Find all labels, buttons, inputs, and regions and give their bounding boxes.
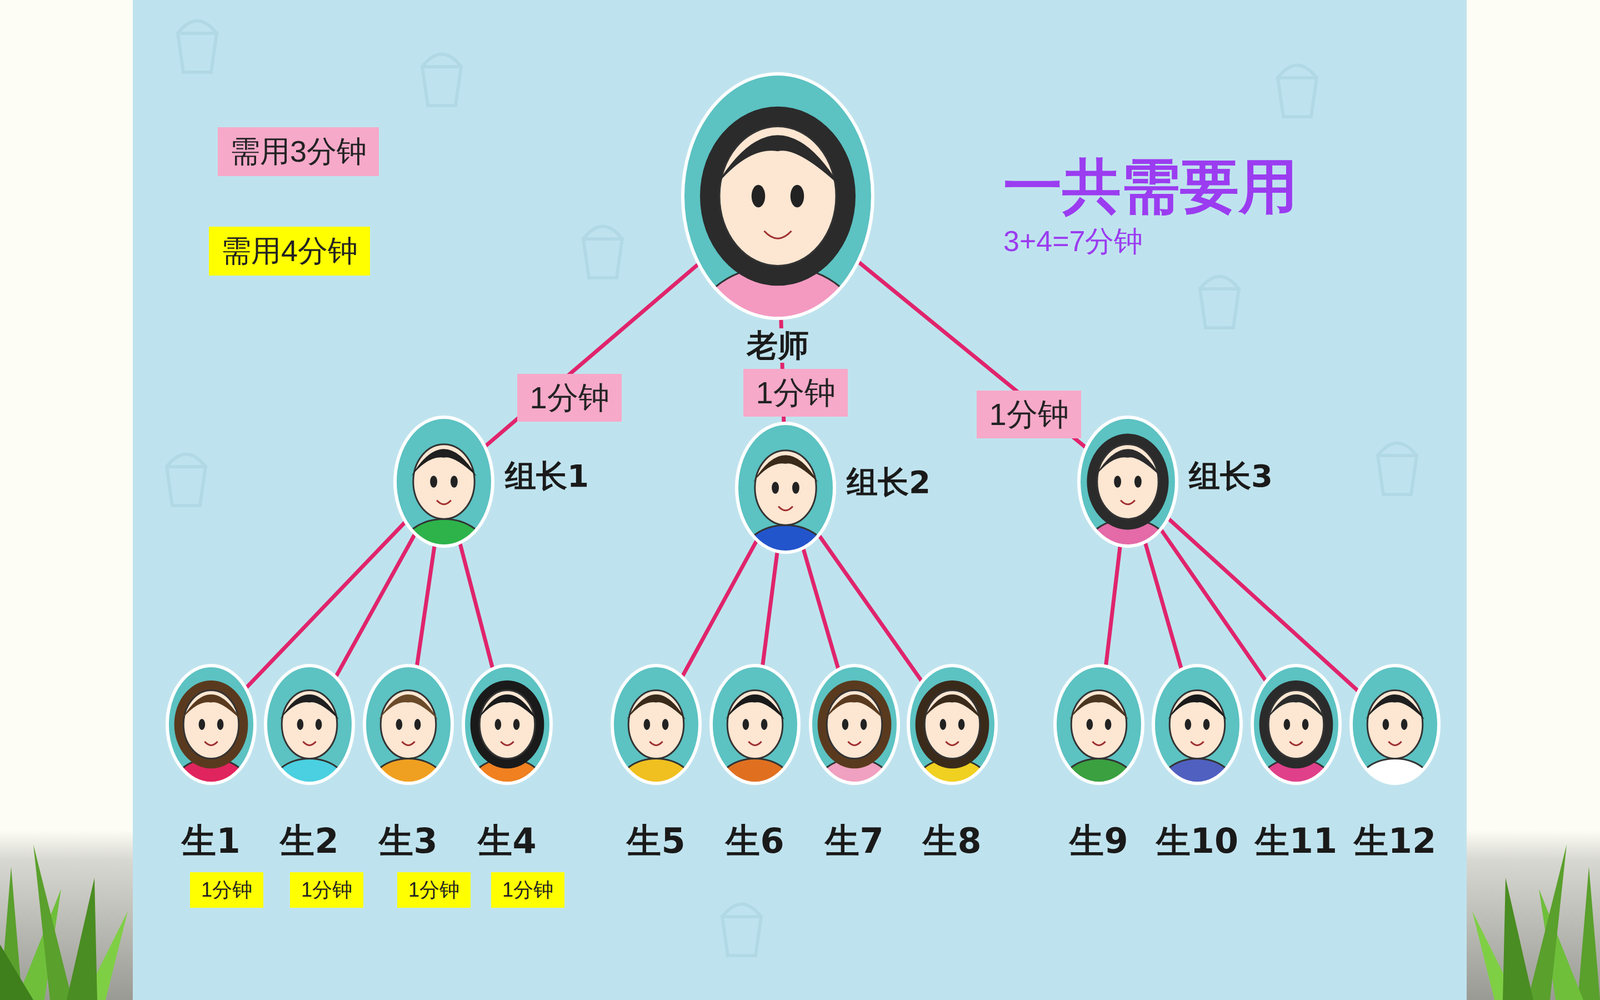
portrait-circle (610, 663, 703, 786)
student-node: 生2 (263, 663, 356, 786)
student-node: 生7 (808, 663, 901, 786)
cupcake-watermarks (166, 21, 1417, 957)
portrait-circle (1076, 415, 1179, 549)
name-label: 组长3 (1188, 458, 1273, 494)
time-tag: 1分钟 (491, 872, 565, 908)
connector-line (818, 535, 923, 682)
portrait-frame (811, 666, 898, 783)
portrait-circle (1348, 663, 1442, 786)
portrait-circle (734, 421, 837, 555)
time-tag: 1分钟 (517, 373, 622, 422)
connector-line (762, 551, 778, 667)
portrait-circle (263, 663, 356, 786)
connector-line (803, 547, 839, 670)
teacher-node: 老师 (680, 71, 875, 321)
portrait-circle (906, 663, 999, 786)
student-node: 生10 (1151, 663, 1244, 786)
name-label: 生9 (1069, 822, 1128, 860)
portrait-circle (1052, 663, 1145, 786)
student-node: 生11 (1250, 663, 1343, 786)
connector-line (1145, 542, 1182, 670)
portrait-circle (1250, 663, 1343, 786)
time-tag: 1分钟 (190, 872, 264, 908)
connector-line (1105, 545, 1120, 667)
name-label: 生7 (825, 822, 884, 860)
note-box: 需用3分钟 (217, 127, 379, 176)
connector-line (335, 533, 415, 678)
student-node: 生9 (1052, 663, 1145, 786)
connector-line (857, 261, 1087, 448)
leader-node: 组长1 (392, 415, 495, 549)
portrait-circle (165, 663, 258, 786)
connector-line (485, 263, 699, 447)
student-node: 生3 (362, 663, 455, 786)
grass-left (0, 844, 128, 1000)
name-label: 生12 (1353, 822, 1437, 860)
sum-formula: 3+4=7分钟 (1003, 225, 1144, 258)
name-label: 组长1 (505, 458, 589, 494)
portrait-frame (167, 666, 255, 783)
portrait-frame (463, 666, 551, 783)
portrait-frame (908, 666, 996, 783)
student-node: 生6 (708, 663, 802, 786)
student-node: 生8 (906, 663, 999, 786)
student-node: 生5 (610, 663, 703, 786)
name-label: 生1 (181, 822, 240, 860)
blue-panel (132, 0, 1467, 1000)
connector-line (1160, 529, 1267, 682)
portrait-circle (808, 663, 901, 786)
student-node: 生4 (461, 663, 554, 786)
portrait-circle (392, 415, 495, 549)
leader-node: 组长2 (734, 421, 837, 555)
portrait (696, 106, 860, 321)
connector-line (682, 540, 758, 677)
time-tag: 1分钟 (743, 368, 848, 417)
name-label: 生5 (626, 822, 685, 860)
time-tag: 1分钟 (976, 390, 1081, 439)
name-label: 生6 (725, 822, 784, 860)
name-label: 生11 (1255, 822, 1338, 860)
name-label: 生10 (1156, 822, 1239, 860)
connector-line (416, 545, 435, 667)
portrait-circle (362, 663, 455, 786)
student-node: 生12 (1348, 663, 1442, 786)
student-node: 生1 (165, 663, 258, 786)
note-box: 需用4分钟 (208, 226, 370, 275)
name-label: 生3 (378, 822, 438, 860)
name-label: 生4 (477, 822, 537, 860)
name-label: 生8 (922, 822, 982, 860)
name-label: 老师 (742, 328, 814, 363)
portrait-circle (461, 663, 554, 786)
time-tag: 1分钟 (290, 872, 364, 908)
name-label: 组长2 (846, 465, 931, 500)
portrait-circle (680, 71, 875, 321)
name-label: 生2 (280, 822, 339, 860)
portrait-frame (1252, 666, 1340, 783)
portrait-circle (1151, 663, 1244, 786)
connector-line (245, 521, 406, 689)
leader-node: 组长3 (1076, 415, 1179, 549)
connector-line (460, 542, 493, 669)
total-heading: 一共需要用 (1003, 153, 1298, 219)
time-tag: 1分钟 (397, 872, 471, 908)
grass-right (1472, 844, 1600, 1000)
portrait-frame (1079, 417, 1177, 546)
portrait-frame (683, 74, 873, 318)
portrait-circle (708, 663, 802, 786)
